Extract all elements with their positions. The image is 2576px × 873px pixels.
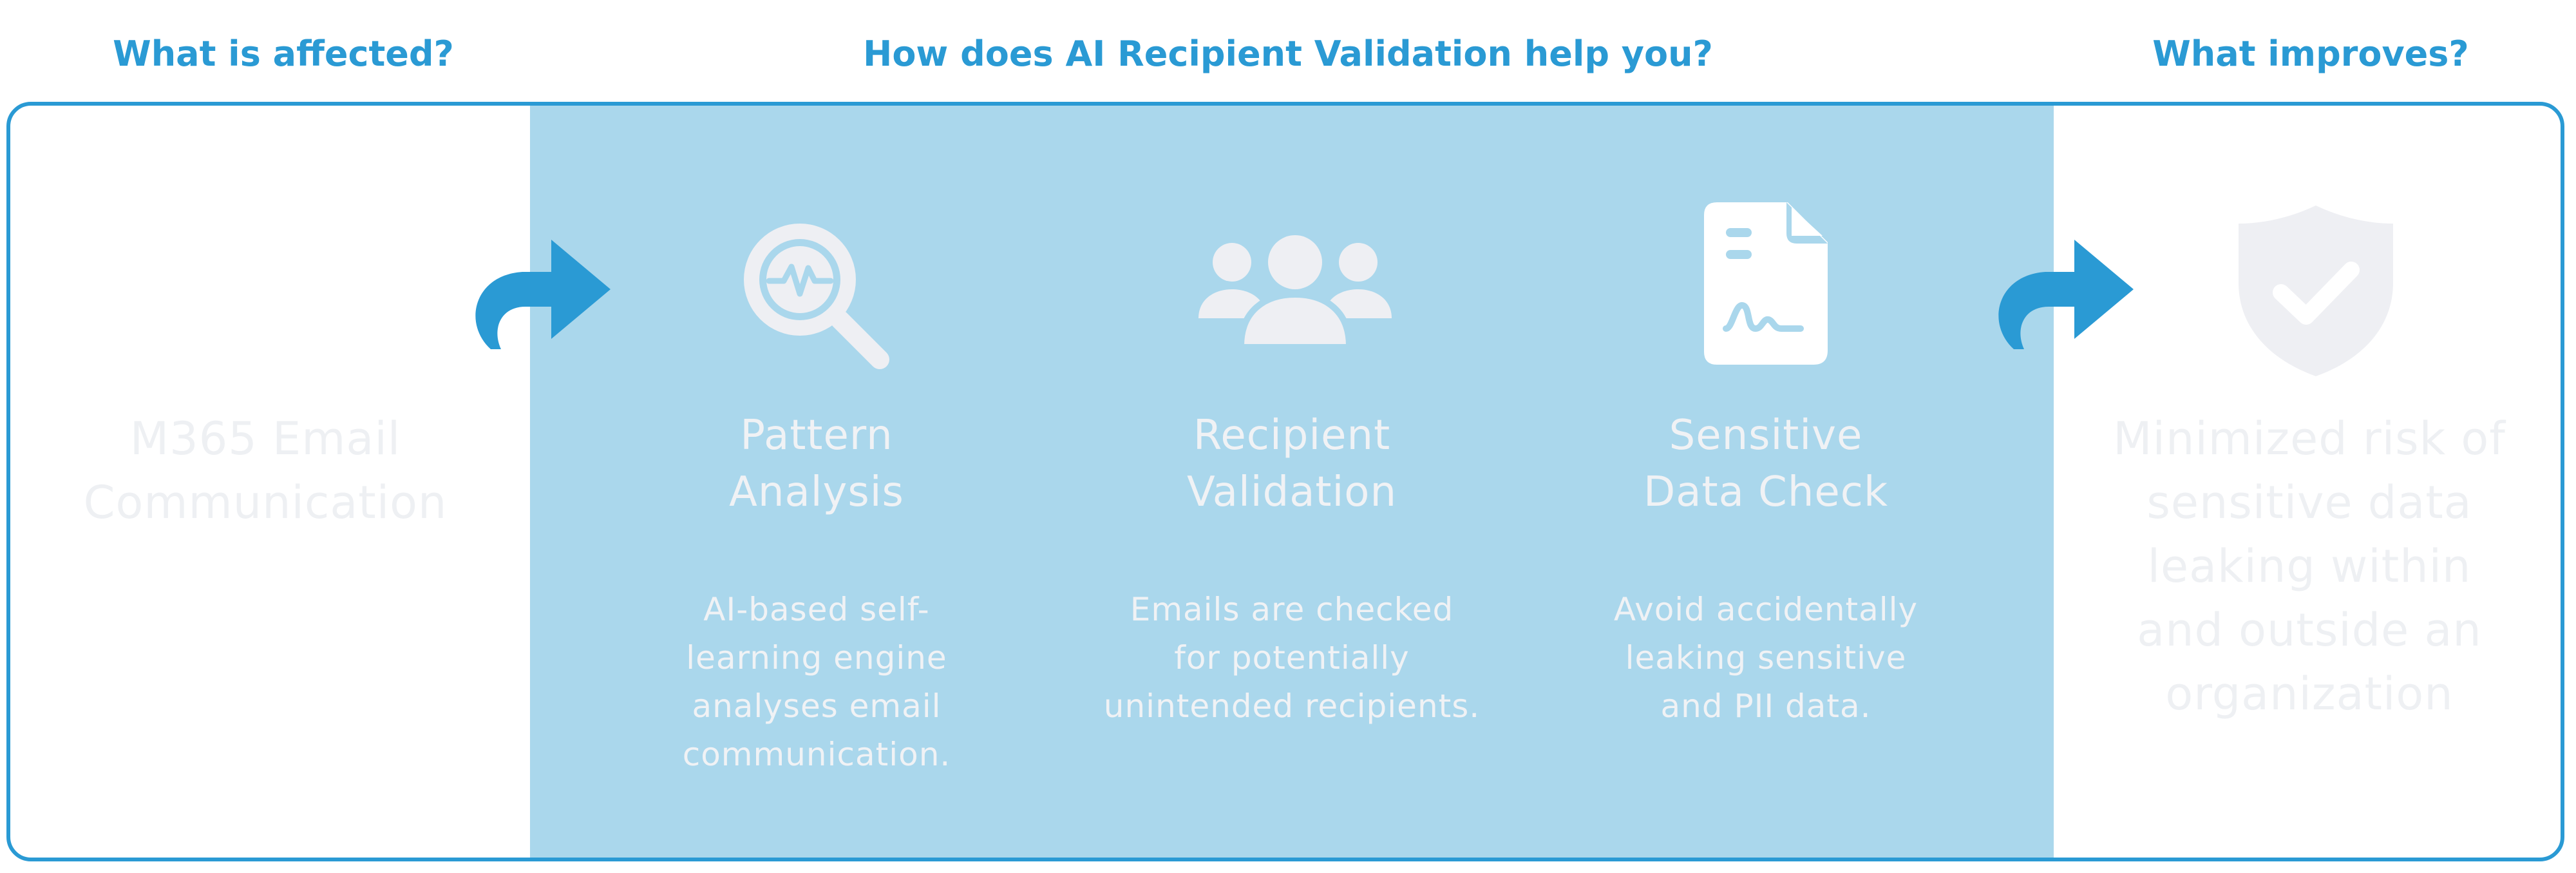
magnifier-pulse-icon xyxy=(744,224,889,369)
step-title-pattern-analysis: Pattern Analysis xyxy=(729,412,904,516)
diagram-frame: M365 Email Communication Pattern Analysi… xyxy=(6,102,2564,861)
curved-arrow-icon xyxy=(475,240,611,349)
heading-what-is-affected: What is affected? xyxy=(113,34,454,74)
step-description-pattern-analysis: AI-based self- learning engine analyses … xyxy=(682,591,951,773)
curved-arrow-icon xyxy=(1998,240,2134,349)
step-description-sensitive-data-check: Avoid accidentally leaking sensitive and… xyxy=(1613,591,1918,725)
heading-what-improves: What improves? xyxy=(2152,34,2469,74)
improves-text: Minimized risk of sensitive data leaking… xyxy=(2113,412,2506,720)
step-description-recipient-validation: Emails are checked for potentially unint… xyxy=(1103,591,1481,725)
heading-how-it-helps: How does AI Recipient Validation help yo… xyxy=(863,34,1713,74)
affected-text: M365 Email Communication xyxy=(83,412,448,529)
document-signature-icon xyxy=(1704,202,1828,365)
step-title-recipient-validation: Recipient Validation xyxy=(1186,412,1397,516)
shield-check-icon xyxy=(2239,206,2393,376)
step-title-sensitive-data-check: Sensitive Data Check xyxy=(1643,412,1889,516)
people-group-icon xyxy=(1198,235,1392,347)
